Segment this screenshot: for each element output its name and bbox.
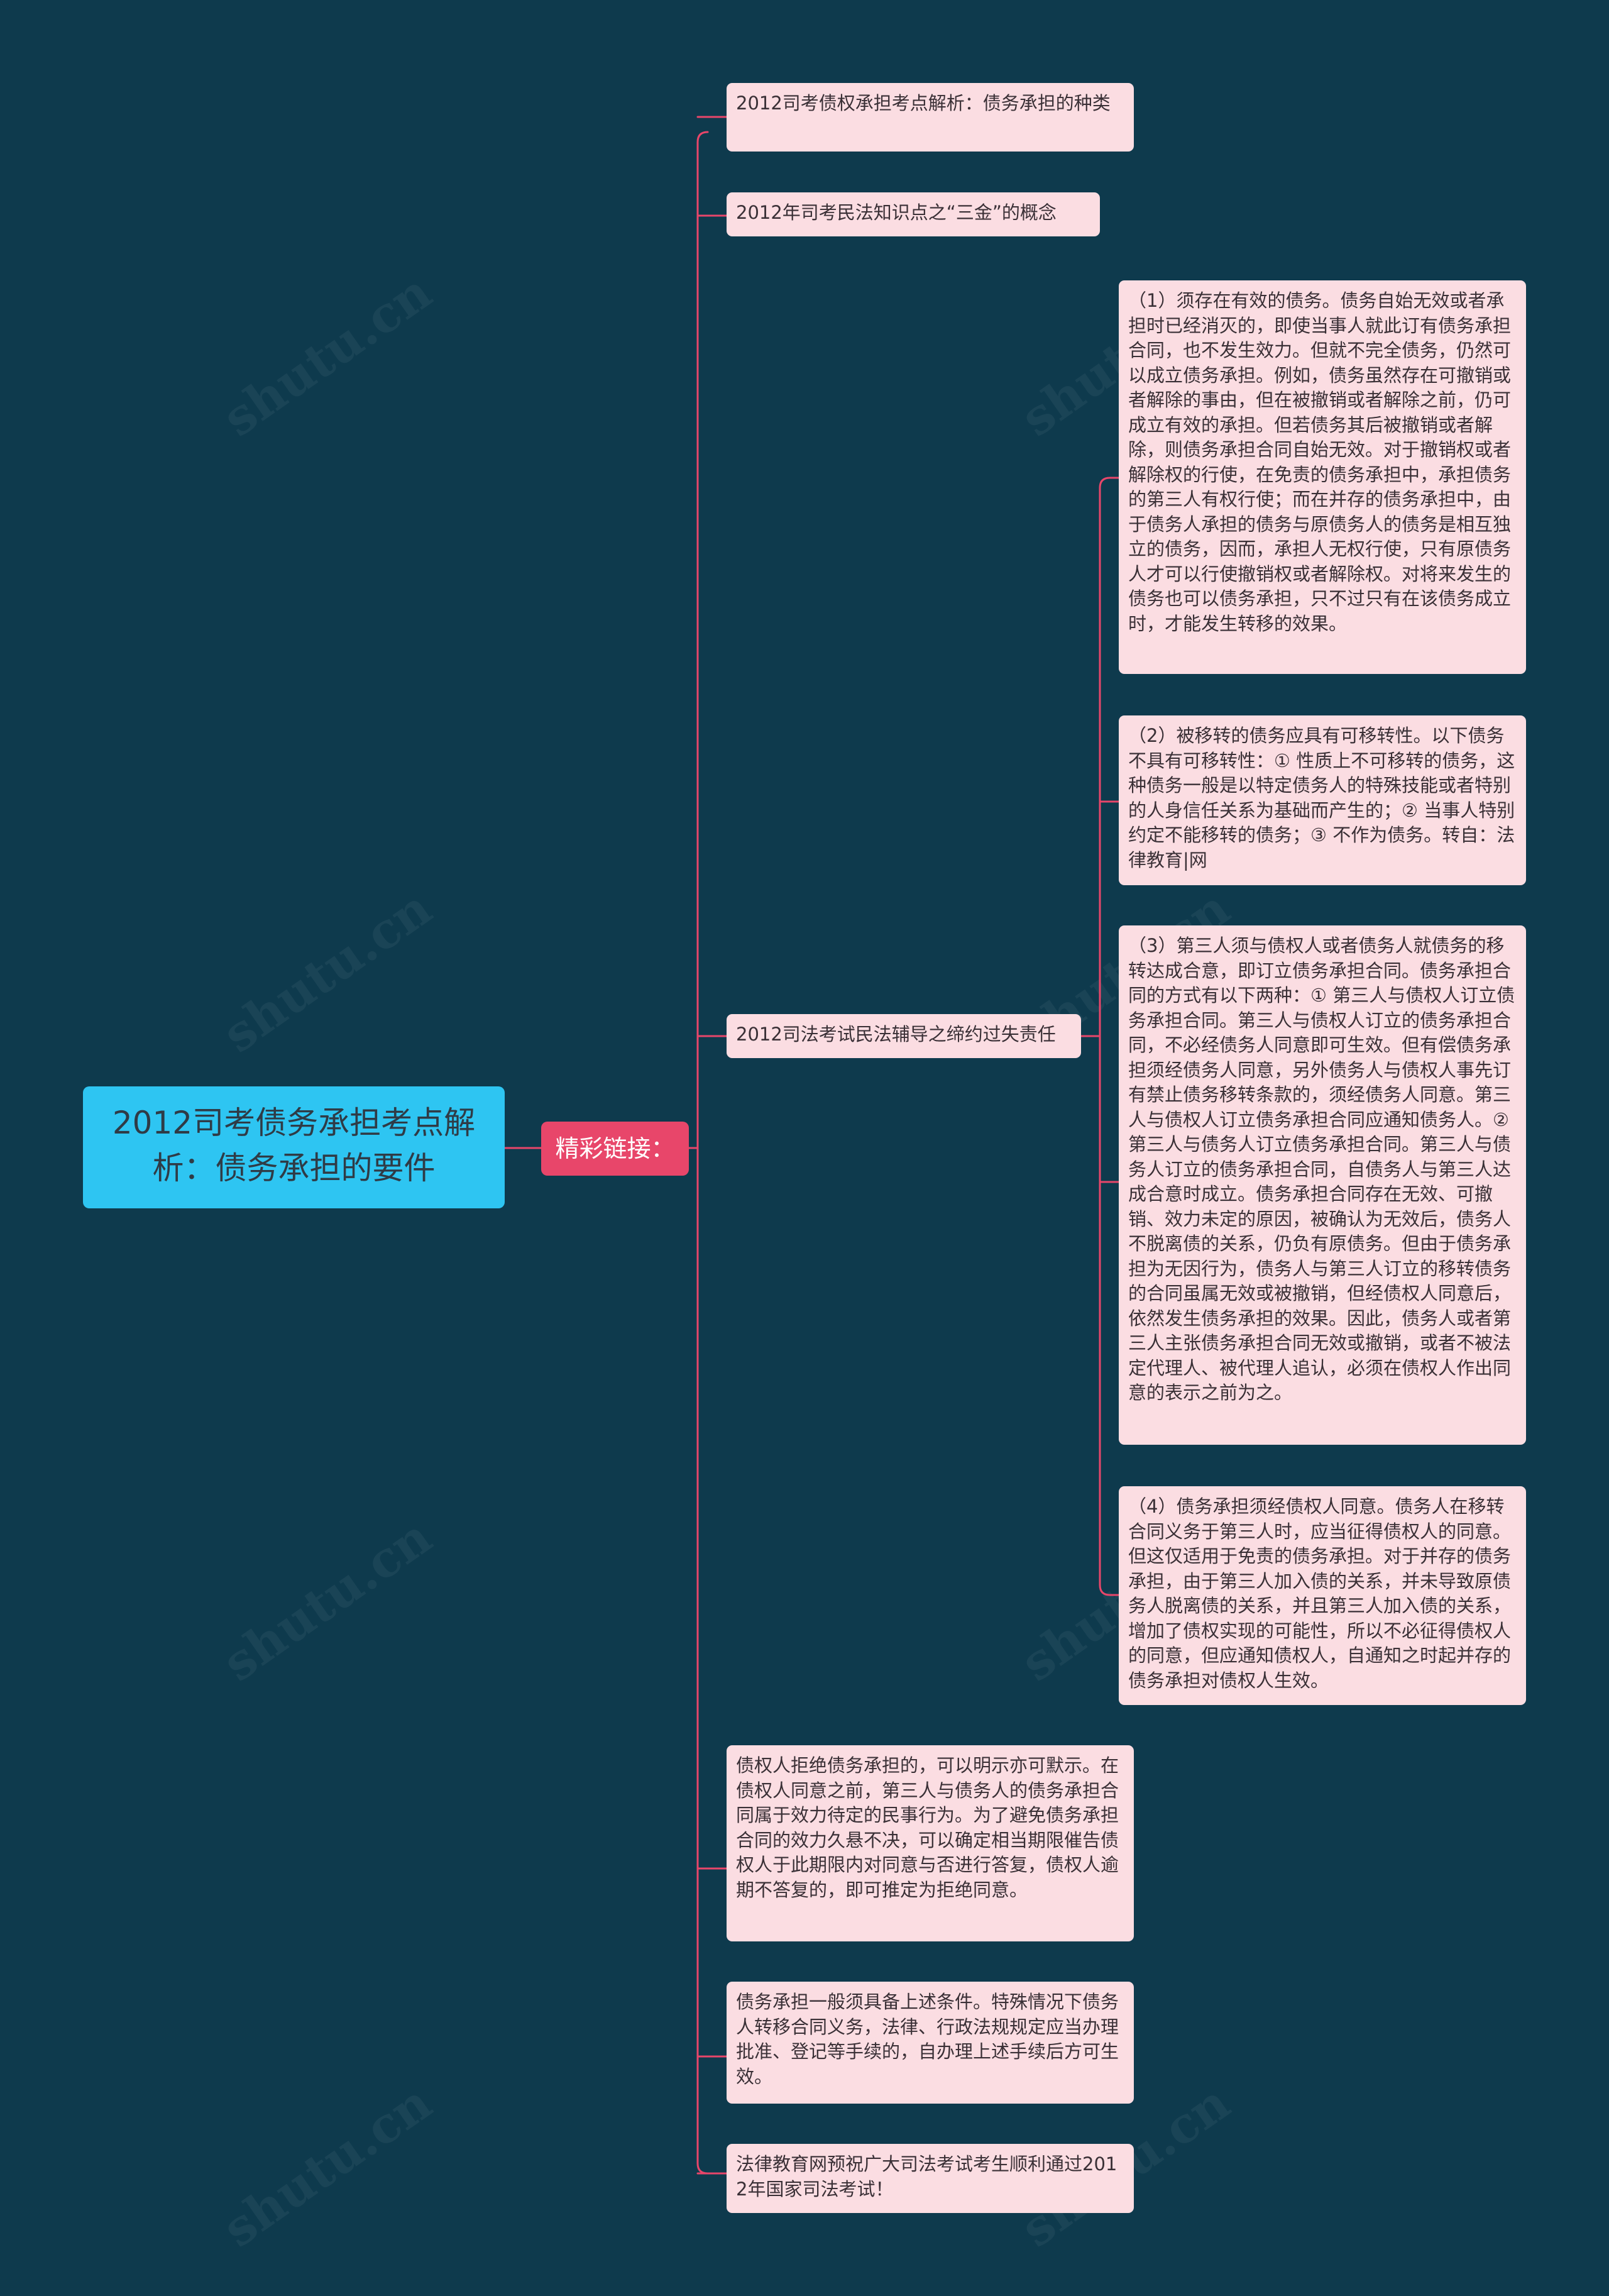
- connector-trunk: [696, 131, 709, 2175]
- condition-node[interactable]: （3）第三人须与债权人或者债务人就债务的移转达成合意，即订立债务承担合同。债务承…: [1119, 925, 1526, 1445]
- link-node[interactable]: 2012司考债权承担考点解析：债务承担的种类: [727, 83, 1134, 152]
- link-node[interactable]: 债务承担一般须具备上述条件。特殊情况下债务人转移合同义务，法律、行政法规规定应当…: [727, 1982, 1134, 2104]
- condition-node[interactable]: （2）被移转的债务应具有可移转性。以下债务不具有可移转性：① 性质上不可移转的债…: [1119, 715, 1526, 885]
- link-node[interactable]: 2012年司考民法知识点之“三金”的概念: [727, 192, 1100, 236]
- condition-node[interactable]: （4）债务承担须经债权人同意。债务人在移转合同义务于第三人时，应当征得债权人的同…: [1119, 1486, 1526, 1705]
- connector-sub-trunk: [1099, 477, 1111, 1596]
- link-node[interactable]: 法律教育网预祝广大司法考试考生顺利通过2012年国家司法考试！: [727, 2144, 1134, 2213]
- root-topic[interactable]: 2012司考债务承担考点解析：债务承担的要件: [83, 1086, 505, 1208]
- condition-node[interactable]: （1）须存在有效的债务。债务自始无效或者承担时已经消灭的，即使当事人就此订有债务…: [1119, 280, 1526, 674]
- hub-topic[interactable]: 精彩链接：: [541, 1122, 689, 1176]
- link-node[interactable]: 债权人拒绝债务承担的，可以明示亦可默示。在债权人同意之前，第三人与债务人的债务承…: [727, 1745, 1134, 1941]
- link-node[interactable]: 2012司法考试民法辅导之缔约过失责任: [727, 1014, 1081, 1058]
